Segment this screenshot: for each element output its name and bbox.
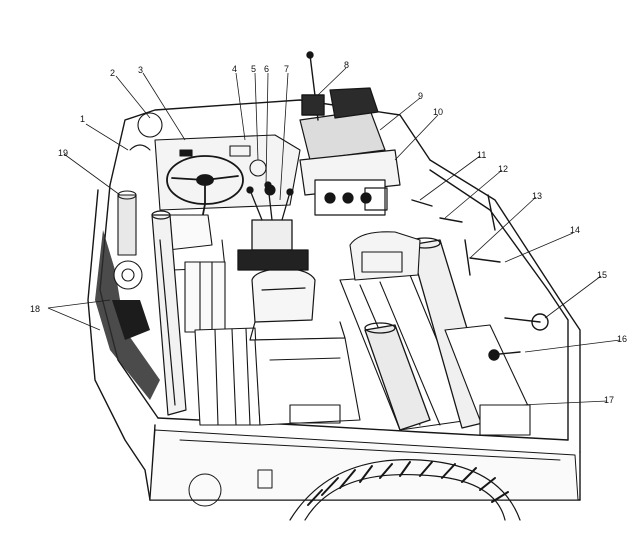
left-wall-equipment [113,144,151,290]
center-seat [249,267,346,341]
callout-10: 10 [433,107,443,117]
center-floor-box [254,337,361,426]
callout-18: 18 [30,304,40,314]
callout-14: 14 [570,225,580,235]
driver-seat [161,214,226,333]
right-wall-fittings [411,194,549,361]
callout-8: 8 [344,60,349,70]
callout-12: 12 [498,164,508,174]
right-box [349,231,531,436]
left-cylinder [151,210,187,416]
radio-set [299,87,401,216]
callout-4: 4 [232,64,237,74]
gear-levers [237,181,309,271]
callout-19: 19 [58,148,68,158]
callout-16: 16 [617,334,627,344]
callout-15: 15 [597,270,607,280]
gun-mount [301,51,325,121]
callout-7: 7 [284,64,289,74]
callout-9: 9 [418,91,423,101]
dashboard [137,112,301,211]
callouts: 1 2 3 4 5 6 7 8 9 10 11 12 13 14 15 16 1… [30,60,627,405]
front-hood-plate [149,429,579,507]
callout-17: 17 [604,395,614,405]
callout-11: 11 [477,150,486,160]
hull-left-shading [95,230,160,400]
leader-lines [47,67,621,406]
callout-1: 1 [80,114,85,124]
floor-slat-seats [194,327,261,426]
callout-5: 5 [251,64,256,74]
callout-3: 3 [138,65,143,75]
callout-6: 6 [264,64,269,74]
callout-2: 2 [110,68,115,78]
spare-tire [289,459,521,521]
callout-13: 13 [532,191,542,201]
